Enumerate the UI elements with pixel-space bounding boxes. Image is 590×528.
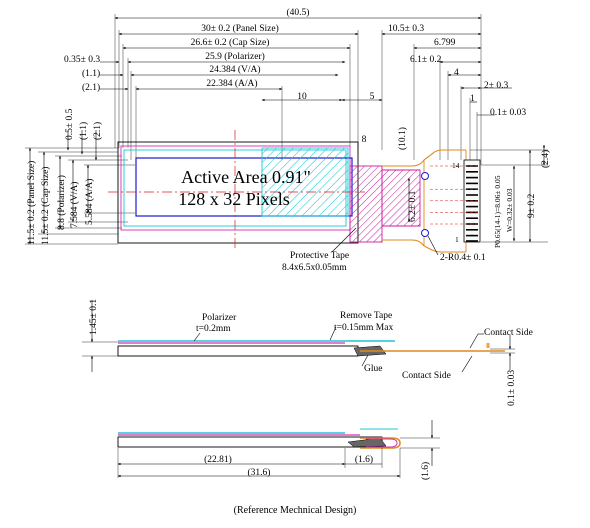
dim-2: 2± 0.3 [484,81,508,91]
dim-cap-size: 26.6± 0.2 (Cap Size) [191,37,270,48]
dim-left-11: (1.1) [82,68,100,79]
pixel-count-label: 128 x 32 Pixels [178,189,290,209]
protective-tape-label: Protective Tape [290,251,349,261]
bottom-view: (22.81) (31.6) (1.6) (1.6) [117,420,440,480]
dim-62: 6.2± 0.1 [408,190,418,222]
dim-101: (10.1) [397,127,408,150]
pin-14-label: 14 [452,161,460,170]
dim-r24: (2.4) [540,150,551,168]
front-view: Active Area 0.91" 128 x 32 Pixels [108,127,481,253]
dim-left-panel: 11.5± 0.2 (Panel Size) [26,161,37,245]
dim-01: 0.1± 0.03 [490,108,526,118]
dim-6799: 6.799 [434,38,456,48]
dim-316: (31.6) [248,467,271,478]
dim-v16: (1.6) [420,462,431,480]
dim-5: 5 [370,92,375,102]
dim-left-21: (2.1) [82,82,100,93]
dim-left-v05: 0.5± 0.5 [65,108,75,140]
dim-1: 1 [470,94,475,104]
dim-w: W=0.32± 0.03 [505,188,514,232]
side-height: 1.45± 0.1 [89,299,99,335]
dim-left-va: 7.584 (V/A) [69,182,80,228]
dim-left-v11: (1.1) [78,122,89,140]
left-dimensions: 11.5± 0.2 (Panel Size) 11.5± 0.2 (Cap Si… [25,108,135,245]
dim-pitch: P0.65(14-1)=8.06± 0.05 [493,175,502,248]
side-contact-bottom: Contact Side [402,371,451,381]
side-glue: Glue [364,364,382,374]
dim-left-035: 0.35± 0.3 [64,55,100,65]
protective-tape-size: 8.4x6.5x0.05mm [282,263,347,273]
side-remove-tape-t: t=0.15mm Max [334,323,393,333]
dim-8: 8 [362,135,367,145]
dim-16: (1.6) [355,454,373,465]
dim-r04: 2-R0.4± 0.1 [440,253,486,263]
dim-left-aa: 5.584 (A/A) [84,179,95,225]
right-dimensions: 2-R0.4± 0.1 (2.4) 9± 0.2 W=0.32± 0.03 P0… [427,144,551,263]
dim-61: 6.1± 0.2 [410,55,442,65]
dim-4: 4 [454,68,459,78]
side-view: 1.45± 0.1 Polarizer t=0.2mm Remove Tape … [82,299,533,406]
dim-polarizer: 25.9 (Polarizer) [205,51,265,62]
protective-tape-callout: Protective Tape 8.4x6.5x0.05mm [282,227,357,273]
side-polarizer-t: t=0.2mm [196,324,231,334]
dim-left-v21: (2.1) [92,122,103,140]
dim-va: 24.384 (V/A) [209,64,260,75]
dim-2281: (22.81) [204,454,232,465]
side-contact-right: Contact Side [484,328,533,338]
dim-left-cap: 11.5± 0.2 (Cap Size) [40,167,51,245]
pin-1-label: 1 [455,235,459,244]
dim-left-pol: 8.8 (Polarizer) [56,175,67,230]
top-dimensions: (40.5) 30± 0.2 (Panel Size) 26.6± 0.2 (C… [64,7,526,165]
side-remove-tape: Remove Tape [340,311,392,321]
dim-aa: 22.384 (A/A) [206,78,257,89]
dim-r9: 9± 0.2 [527,194,537,218]
dim-overall: (40.5) [287,7,310,18]
dim-105: 10.5± 0.3 [388,24,424,34]
dim-10: 10 [297,92,307,102]
footer-caption: (Reference Mechnical Design) [233,505,357,516]
side-thickness: 0.1± 0.03 [507,370,517,406]
side-polarizer-label: Polarizer [202,313,237,323]
active-area-label: Active Area 0.91" [181,167,311,187]
dim-panel-size: 30± 0.2 (Panel Size) [201,23,279,34]
